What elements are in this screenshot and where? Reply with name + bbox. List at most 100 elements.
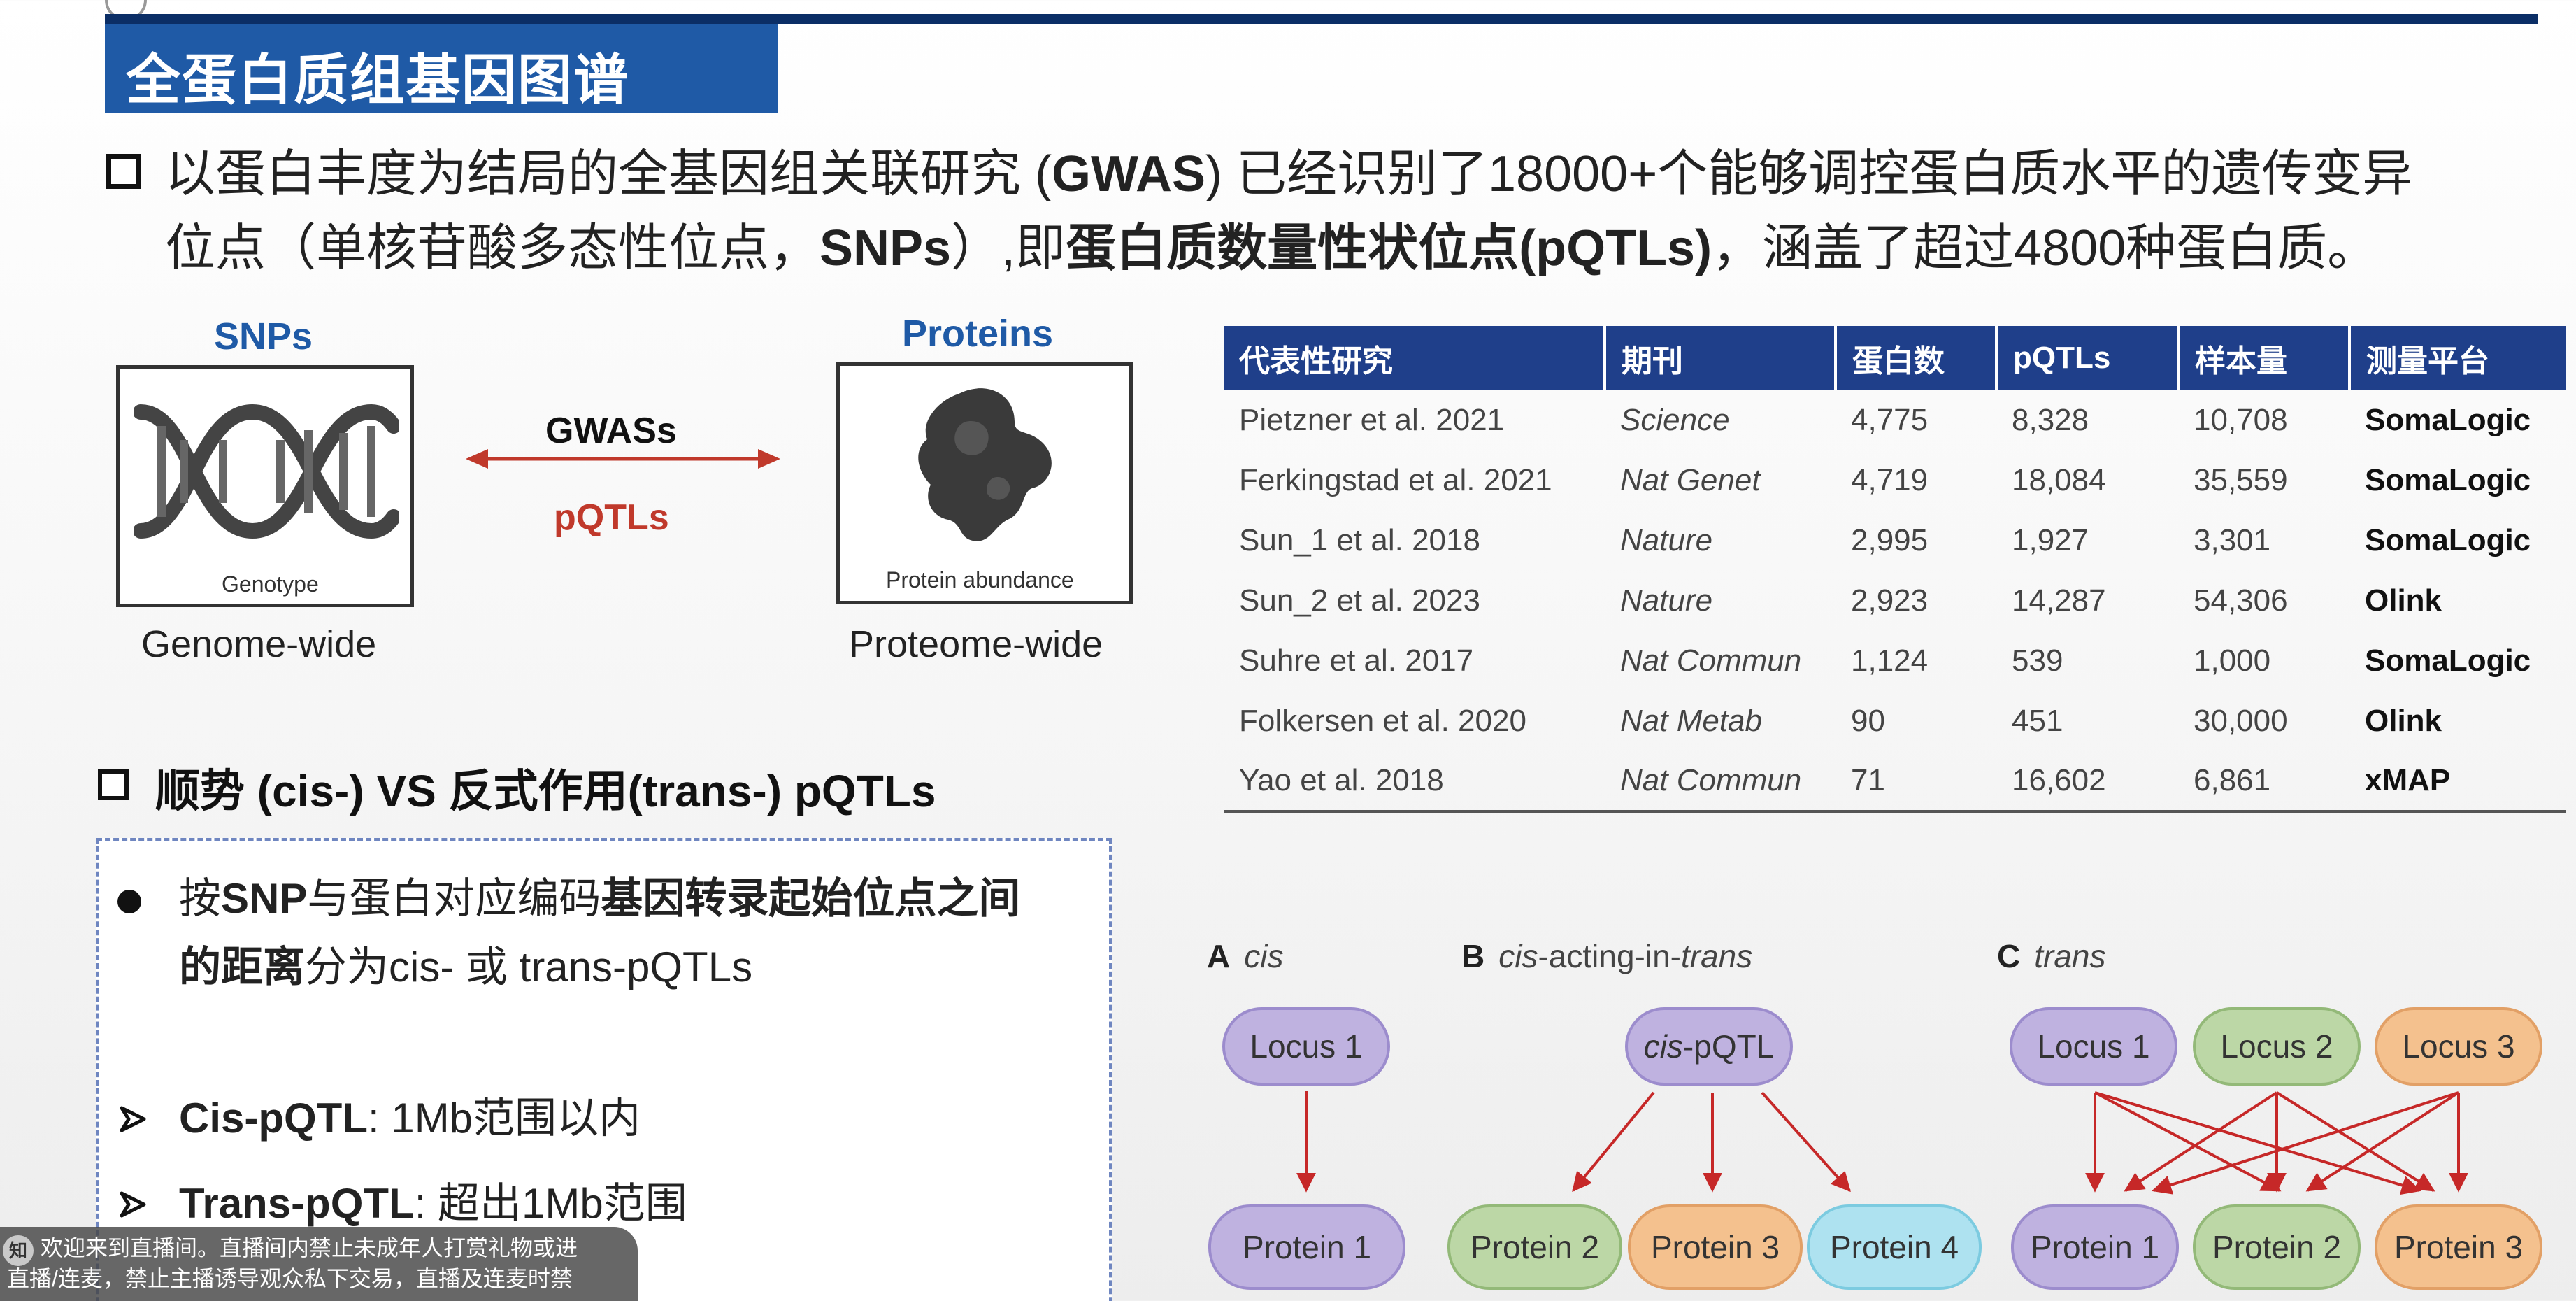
table-cell-pqtls: 14,287 <box>2012 583 2106 618</box>
intro-text: 位点（单核苷酸多态性位点， <box>165 220 820 276</box>
node-b-cis-pqtl: cis-pQTL <box>1625 1007 1793 1086</box>
panel-letter: B <box>1461 938 1485 974</box>
table-row: Sun_2 et al. 2023 Nature 2,923 14,287 54… <box>1224 571 2566 631</box>
section-heading: 顺势 (cis-) VS 反式作用(trans-) pQTLs <box>155 766 936 816</box>
node-b-protein2: Protein 2 <box>1447 1204 1622 1290</box>
table-row: Ferkingstad et al. 2021 Nat Genet 4,719 … <box>1224 450 2566 511</box>
node-a-locus: Locus 1 <box>1222 1007 1390 1086</box>
intro-line-2: 位点（单核苷酸多态性位点，SNPs）,即蛋白质数量性状位点(pQTLs)，涵盖了… <box>165 211 2377 285</box>
table-cell-pqtls: 451 <box>2012 704 2063 738</box>
node-b-protein4: Protein 4 <box>1807 1204 1982 1290</box>
table-cell-pqtls: 16,602 <box>1996 751 2178 813</box>
node-c-protein1: Protein 1 <box>2011 1204 2179 1290</box>
table-cell-platform: SomaLogic <box>2365 403 2531 437</box>
intro-bold-pqtls: 蛋白质数量性状位点(pQTLs) <box>1066 220 1712 276</box>
bullet-dot-icon <box>117 890 141 913</box>
bullet-text: 按 <box>179 875 221 922</box>
panel-title: cis <box>1244 938 1284 974</box>
intro-bold-snps: SNPs <box>820 220 952 276</box>
bullet1-line1: 按SNP与蛋白对应编码基因转录起始位点之间 <box>179 865 1020 933</box>
table-cell-platform: Olink <box>2365 583 2442 618</box>
intro-text: ，涵盖了超过4800种蛋白质。 <box>1712 220 2378 276</box>
node-b-protein3: Protein 3 <box>1628 1204 1803 1290</box>
table-cell-platform: xMAP <box>2349 751 2566 813</box>
bullet-text: 与蛋白对应编码 <box>307 875 601 922</box>
table-header-cell: pQTLs <box>1996 326 2180 390</box>
genotype-frame: Genotype <box>116 365 414 607</box>
intro-text: ) 已经识别了18000+个能够调控蛋白质水平的遗传变异 <box>1205 146 2413 202</box>
intro-text: ）,即 <box>951 220 1066 276</box>
livestream-notice: 知 欢迎来到直播间。直播间内禁止未成年人打赏礼物或进 直播/连麦，禁止主播诱导观… <box>0 1227 638 1301</box>
table-cell-journal: Science <box>1620 403 1730 437</box>
protein-structure-icon <box>918 388 1052 541</box>
table-cell-study: Folkersen et al. 2020 <box>1239 704 1526 738</box>
arrow-bullet-icon <box>120 1191 146 1218</box>
table-header-cell: 代表性研究 <box>1224 326 1606 390</box>
table-cell-platform: Olink <box>2365 704 2442 738</box>
pqtl-arrows <box>1296 1091 2468 1195</box>
cis-pqtl-text: : 1Mb范围以内 <box>367 1095 641 1142</box>
table-row: Pietzner et al. 2021 Science 4,775 8,328… <box>1224 390 2566 450</box>
node-c-locus3: Locus 3 <box>2375 1007 2542 1086</box>
proteome-wide-caption: Proteome-wide <box>849 623 1103 665</box>
table-cell-pqtls: 1,927 <box>2012 523 2089 557</box>
table-cell-proteins: 71 <box>1836 751 1996 813</box>
node-c-protein3: Protein 3 <box>2375 1204 2542 1290</box>
node-c-locus1: Locus 1 <box>2010 1007 2177 1086</box>
table-row: Folkersen et al. 2020 Nat Metab 90 451 3… <box>1224 691 2566 751</box>
node-text: cis <box>1643 1028 1683 1065</box>
node-c-protein2: Protein 2 <box>2193 1204 2361 1290</box>
node-c-locus2: Locus 2 <box>2193 1007 2361 1086</box>
panel-title: trans <box>1680 938 1753 974</box>
table-cell-sample: 3,301 <box>2194 523 2271 557</box>
table-cell-proteins: 2,923 <box>1851 583 1929 618</box>
double-arrow-icon <box>466 449 780 469</box>
table-header-cell: 测量平台 <box>2349 326 2566 390</box>
table-cell-platform: SomaLogic <box>2365 463 2531 497</box>
protein-abundance-caption: Protein abundance <box>886 567 1074 592</box>
gwass-label: GWASs <box>545 411 677 451</box>
table-header-cell: 期刊 <box>1605 326 1837 390</box>
bullet1-line2: 的距离分为cis- 或 trans-pQTLs <box>179 933 752 1002</box>
cis-pqtl-item: Cis-pQTL: 1Mb范围以内 <box>179 1084 641 1153</box>
table-cell-study: Pietzner et al. 2021 <box>1239 403 1505 437</box>
panel-letter: A <box>1207 938 1231 974</box>
table-cell-study: Yao et al. 2018 <box>1224 751 1605 813</box>
arrow-bullet-icon <box>120 1106 146 1132</box>
table-cell-journal: Nature <box>1620 583 1713 618</box>
table-cell-study: Suhre et al. 2017 <box>1239 644 1474 678</box>
title-banner: 全蛋白质组基因图谱 <box>105 24 778 113</box>
notice-badge-icon: 知 <box>3 1235 34 1266</box>
notice-line-1: 欢迎来到直播间。直播间内禁止未成年人打赏礼物或进 <box>41 1235 578 1260</box>
explanation-box: 按SNP与蛋白对应编码基因转录起始位点之间 的距离分为cis- 或 trans-… <box>96 838 1112 1301</box>
dna-helix-icon <box>134 404 399 539</box>
trans-pqtl-text: : 超出1Mb范围 <box>414 1180 687 1227</box>
table-cell-proteins: 4,775 <box>1851 403 1929 437</box>
table-cell-platform: SomaLogic <box>2365 523 2531 557</box>
bullet-text: 分为cis- 或 trans-pQTLs <box>305 944 753 990</box>
table-header-row: 代表性研究 期刊 蛋白数 pQTLs 样本量 测量平台 <box>1224 326 2566 390</box>
table-cell-proteins: 90 <box>1851 704 1885 738</box>
pqtls-label: pQTLs <box>554 497 669 538</box>
table-header-cell: 蛋白数 <box>1836 326 1998 390</box>
genome-wide-caption: Genome-wide <box>141 623 377 665</box>
table-cell-journal: Nat Genet <box>1620 463 1761 497</box>
snps-label: SNPs <box>214 315 313 357</box>
bullet-bold-snp: SNP <box>221 875 308 922</box>
table-cell-sample: 1,000 <box>2194 644 2271 678</box>
table-cell-sample: 54,306 <box>2194 583 2288 618</box>
panel-title: cis <box>1498 938 1538 974</box>
panel-title: trans <box>2034 938 2106 974</box>
trans-pqtl-label: Trans-pQTL <box>179 1180 415 1227</box>
table-cell-sample: 35,559 <box>2194 463 2288 497</box>
proteins-label: Proteins <box>902 313 1054 355</box>
table-cell-journal: Nature <box>1620 523 1713 557</box>
node-a-protein: Protein 1 <box>1208 1204 1405 1290</box>
table-cell-proteins: 2,995 <box>1851 523 1929 557</box>
table-cell-study: Sun_1 et al. 2018 <box>1239 523 1480 557</box>
bullet-bold-distance: 基因转录起始位点之间 <box>601 875 1021 922</box>
table-cell-platform: SomaLogic <box>2365 644 2531 678</box>
square-bullet-icon <box>106 154 141 189</box>
table-cell-study: Sun_2 et al. 2023 <box>1239 583 1480 618</box>
